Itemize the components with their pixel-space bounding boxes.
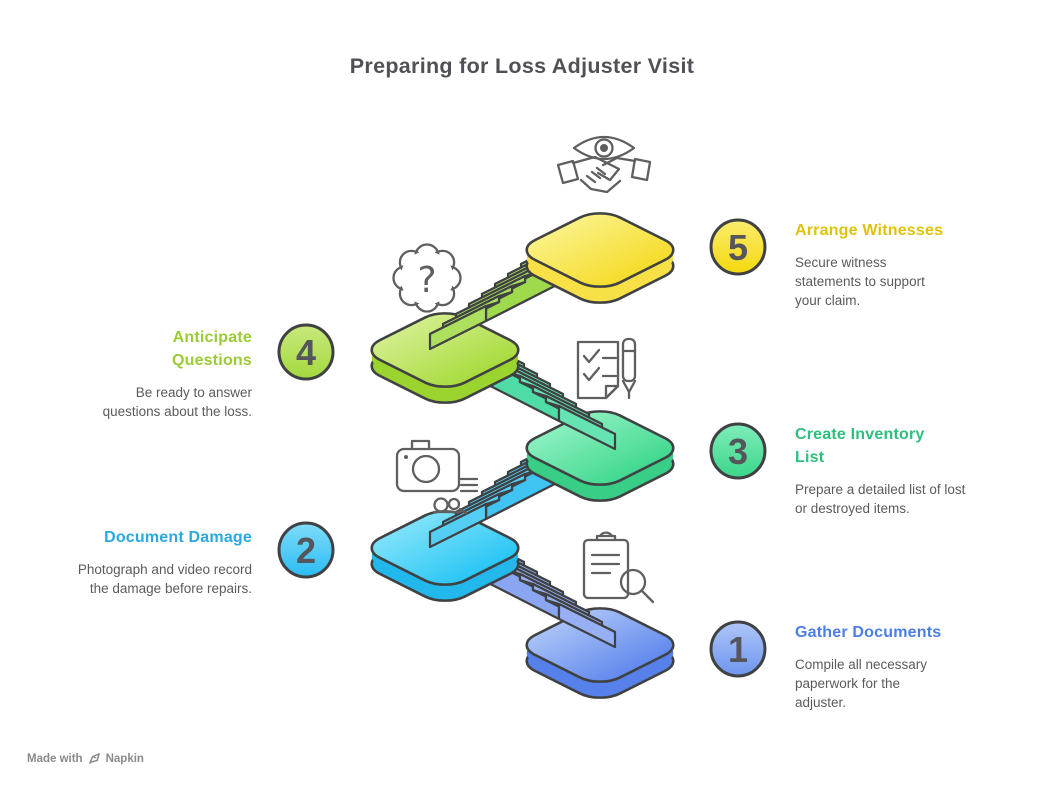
step-1-title: Gather Documents xyxy=(795,624,942,641)
step-circle-1 xyxy=(709,620,767,678)
step-number-1: 1 xyxy=(728,629,748,670)
platform-step-3 xyxy=(515,406,685,507)
question-cloud-icon: ? xyxy=(392,243,462,313)
step-number-2: 2 xyxy=(296,530,316,571)
checklist-pen-icon xyxy=(576,337,637,400)
napkin-pen-icon xyxy=(88,753,100,764)
step-3-description: Prepare a detailed list of lost or destr… xyxy=(795,482,966,516)
step-circle-3 xyxy=(709,422,767,480)
napkin-attribution: Made with Napkin xyxy=(27,752,144,765)
step-4-title: Anticipate Questions xyxy=(171,329,252,369)
platform-step-1 xyxy=(515,603,685,704)
page-title: Preparing for Loss Adjuster Visit xyxy=(349,54,695,78)
attribution-brand: Napkin xyxy=(105,752,144,765)
step-number-4: 4 xyxy=(296,332,316,373)
platform-step-5 xyxy=(515,208,685,309)
step-4-text-block: Anticipate Questions Be ready to answer … xyxy=(52,326,252,421)
step-2-text-block: Document Damage Photograph and video rec… xyxy=(52,526,252,598)
step-badge-3: 3 xyxy=(709,422,767,480)
platform-step-2 xyxy=(360,506,530,607)
question-mark-glyph: ? xyxy=(417,260,436,301)
platform-step-4 xyxy=(360,308,530,409)
step-4-description: Be ready to answer questions about the l… xyxy=(102,385,252,419)
step-badge-5: 5 xyxy=(709,218,767,276)
camera-video-icon xyxy=(395,439,479,515)
step-1-text-block: Gather Documents Compile all necessary p… xyxy=(795,621,995,712)
step-2-title: Document Damage xyxy=(104,529,252,546)
attribution-prefix: Made with xyxy=(27,752,83,765)
step-5-description: Secure witness statements to support you… xyxy=(795,255,925,308)
step-3-title: Create Inventory List xyxy=(795,426,925,466)
step-number-5: 5 xyxy=(728,227,748,268)
step-5-text-block: Arrange Witnesses Secure witness stateme… xyxy=(795,219,995,310)
step-1-description: Compile all necessary paperwork for the … xyxy=(795,657,928,710)
step-badge-4: 4 xyxy=(277,323,335,381)
step-2-description: Photograph and video record the damage b… xyxy=(77,562,252,596)
step-badge-2: 2 xyxy=(277,521,335,579)
step-5-title: Arrange Witnesses xyxy=(795,222,944,239)
step-badge-1: 1 xyxy=(709,620,767,678)
step-circle-4 xyxy=(277,323,335,381)
step-number-3: 3 xyxy=(728,431,748,472)
eye-handshake-icon xyxy=(556,135,652,194)
clipboard-search-icon xyxy=(582,531,655,604)
step-circle-5 xyxy=(709,218,767,276)
step-3-text-block: Create Inventory List Prepare a detailed… xyxy=(795,423,995,518)
step-circle-2 xyxy=(277,521,335,579)
